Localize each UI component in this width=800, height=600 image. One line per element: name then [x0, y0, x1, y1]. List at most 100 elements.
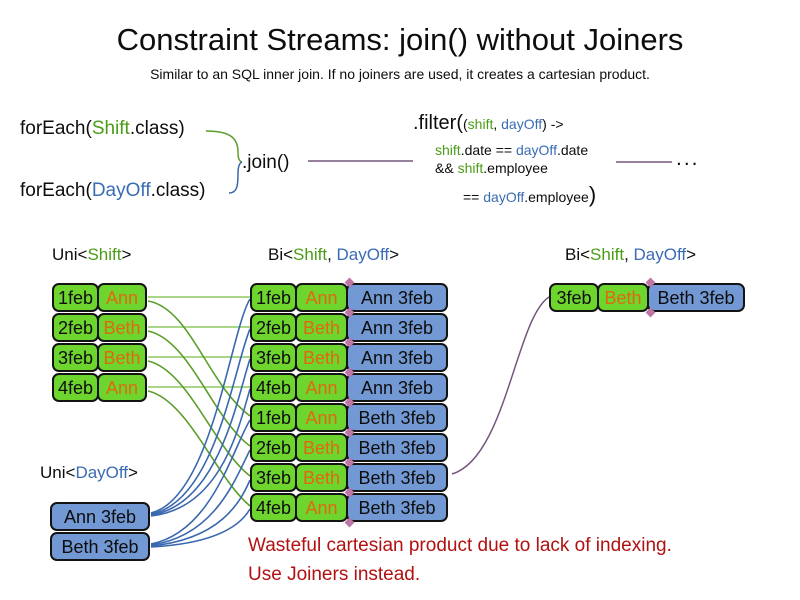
match-to-result-line	[451, 296, 550, 475]
label-text: ,	[624, 245, 634, 264]
pair-date-cell: 2feb	[250, 433, 297, 462]
code-filter-line3: && shift.employee	[435, 160, 548, 176]
pair-name-cell: Ann	[295, 283, 348, 312]
join-to-filter-line	[308, 160, 672, 163]
dayoff-cell: Beth 3feb	[50, 532, 150, 561]
shift-var-token: shift	[435, 142, 461, 158]
code-ellipsis: ...	[676, 147, 700, 170]
pair-name-cell: Beth	[295, 463, 348, 492]
pair-date-cell: 4feb	[250, 373, 297, 402]
label-text: Uni<	[52, 245, 88, 264]
label-uni-shift: Uni<Shift>	[52, 245, 131, 265]
label-bi-main: Bi<Shift, DayOff>	[268, 245, 399, 265]
pair-dayoff-cell: Beth 3feb	[346, 433, 448, 462]
code-text: ) ->	[542, 116, 564, 132]
pair-name-cell: Ann	[295, 493, 348, 522]
code-foreach-dayoff: forEach(DayOff.class)	[20, 180, 206, 202]
code-join: .join()	[242, 152, 290, 173]
label-uni-dayoff: Uni<DayOff>	[40, 463, 138, 483]
shift-var-token: shift	[467, 116, 494, 132]
shift-class-token: Shift	[91, 118, 130, 139]
code-text: forEach(	[20, 180, 92, 201]
result-name-cell: Beth	[597, 283, 649, 312]
pair-name-cell: Beth	[295, 313, 348, 342]
code-foreach-shift: forEach(Shift.class)	[20, 118, 185, 140]
pair-date-cell: 2feb	[250, 313, 297, 342]
shift-type-token: Shift	[293, 245, 328, 264]
dayoff-var-token: dayOff	[501, 116, 543, 132]
shift-name-cell: Ann	[97, 373, 147, 402]
warning-caption-line2: Use Joiners instead.	[248, 564, 421, 585]
dayoff-cell: Ann 3feb	[50, 502, 150, 531]
pair-name-cell: Beth	[295, 433, 348, 462]
label-text: >	[128, 463, 138, 482]
code-text: .employee	[524, 189, 589, 205]
dayoff-type-token: DayOff	[633, 245, 687, 264]
label-text: Bi<	[565, 245, 591, 264]
code-text: .date ==	[460, 142, 516, 158]
pair-date-cell: 1feb	[250, 283, 297, 312]
dayoff-class-token: DayOff	[91, 180, 151, 201]
join-bracket-dayoff-line	[228, 161, 243, 194]
label-text: Uni<	[40, 463, 76, 482]
pair-name-cell: Ann	[295, 403, 348, 432]
code-text: &&	[435, 160, 458, 176]
label-text: >	[121, 245, 132, 264]
warning-caption: Wasteful cartesian product due to lack o…	[248, 531, 672, 589]
pair-dayoff-cell: Ann 3feb	[346, 343, 448, 372]
code-text: .date	[556, 142, 589, 158]
shift-date-cell: 1feb	[52, 283, 99, 312]
shift-date-cell: 2feb	[52, 313, 99, 342]
shift-name-cell: Beth	[97, 343, 147, 372]
code-text: ==	[463, 189, 484, 205]
pair-name-cell: Ann	[295, 373, 348, 402]
shift-var-token: shift	[457, 160, 484, 176]
dayoff-type-token: DayOff	[336, 245, 390, 264]
code-text: .class)	[129, 118, 185, 139]
code-text: .filter(	[413, 112, 463, 134]
pair-dayoff-cell: Ann 3feb	[346, 313, 448, 342]
pair-dayoff-cell: Ann 3feb	[346, 283, 448, 312]
label-text: >	[389, 245, 400, 264]
label-text: ,	[327, 245, 337, 264]
page-title: Constraint Streams: join() without Joine…	[116, 22, 684, 57]
shift-date-cell: 4feb	[52, 373, 99, 402]
dayoff-fan-lines	[150, 298, 251, 548]
code-filter-line2: shift.date == dayOff.date	[435, 142, 588, 158]
dayoff-row: Beth 3feb	[50, 532, 150, 561]
result-dayoff-cell: Beth 3feb	[647, 283, 745, 312]
pair-dayoff-cell: Ann 3feb	[346, 373, 448, 402]
dayoff-row: Ann 3feb	[50, 502, 150, 531]
warning-caption-line1: Wasteful cartesian product due to lack o…	[248, 535, 672, 556]
pair-dayoff-cell: Beth 3feb	[346, 403, 448, 432]
pair-date-cell: 3feb	[250, 463, 297, 492]
pair-date-cell: 1feb	[250, 403, 297, 432]
shift-name-cell: Beth	[97, 313, 147, 342]
pair-name-cell: Beth	[295, 343, 348, 372]
shift-date-cell: 3feb	[52, 343, 99, 372]
code-filter-line1: .filter((shift, dayOff) ->	[413, 112, 564, 135]
shift-type-token: Shift	[590, 245, 625, 264]
dayoff-var-token: dayOff	[483, 189, 525, 205]
label-text: >	[686, 245, 697, 264]
page-subtitle: Similar to an SQL inner join. If no join…	[150, 66, 650, 82]
code-text: forEach(	[20, 118, 92, 139]
pair-date-cell: 4feb	[250, 493, 297, 522]
shift-type-token: Shift	[87, 245, 122, 264]
code-text: .class)	[150, 180, 206, 201]
label-text: Bi<	[268, 245, 294, 264]
dayoff-type-token: DayOff	[75, 463, 129, 482]
